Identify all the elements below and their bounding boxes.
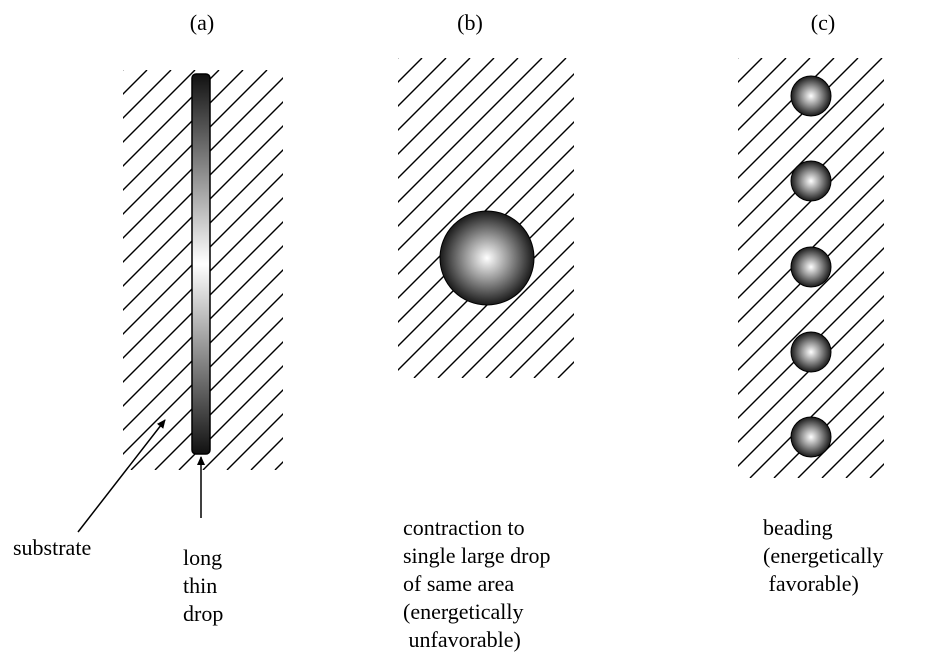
hatch-line [654, 58, 928, 378]
panel-c [318, 58, 928, 478]
hatch-line [606, 58, 926, 378]
caption-b-line-4: (energetically [403, 599, 524, 624]
drop-label-line-2: thin [183, 573, 217, 598]
hatch-line [918, 58, 928, 478]
long-thin-drop [192, 74, 210, 454]
hatch-line [270, 58, 590, 378]
caption-b-line-3: of same area [403, 571, 514, 596]
hatch-line [0, 70, 315, 470]
hatch-line [0, 70, 267, 470]
hatch-line [515, 70, 915, 470]
hatch-line [894, 58, 928, 478]
large-drop [440, 211, 534, 305]
hatch-line [83, 70, 483, 470]
drop-label-line-3: drop [183, 601, 223, 626]
hatch-line [582, 58, 928, 478]
bead-drop [791, 76, 831, 116]
hatch-line [347, 70, 747, 470]
hatch-line [390, 58, 710, 378]
hatch-line [870, 58, 928, 478]
hatch-line [11, 70, 411, 470]
hatch-line [0, 70, 123, 470]
hatch-line [366, 58, 786, 478]
hatch-line [846, 58, 928, 478]
hatch-line [606, 58, 928, 478]
hatch-line [0, 70, 339, 470]
caption-c-line-1: beading [763, 515, 833, 540]
hatch-line [630, 58, 928, 378]
hatch-line [510, 58, 830, 378]
panel-a-tag: (a) [172, 10, 232, 35]
hatch-line [35, 70, 435, 470]
panel-b-tag: (b) [440, 10, 500, 35]
hatch-line [294, 58, 614, 378]
hatch-line [0, 70, 291, 470]
hatch-line [486, 58, 806, 378]
caption-c-line-3: favorable) [763, 571, 859, 596]
hatch-line [635, 70, 928, 470]
hatch-line [534, 58, 928, 478]
hatch-line [558, 58, 878, 378]
hatch-line [587, 70, 928, 470]
hatch-line [371, 70, 771, 470]
panel-c-tag: (c) [793, 10, 853, 35]
substrate-label: substrate [13, 535, 91, 560]
hatch-line [342, 58, 762, 478]
hatch-line [126, 58, 446, 378]
hatch-line [486, 58, 906, 478]
hatch-line [558, 58, 928, 478]
hatch-line [0, 70, 363, 470]
hatch-line [0, 70, 171, 470]
hatch-line [59, 70, 459, 470]
hatch-line [539, 70, 928, 470]
bead-drop [791, 332, 831, 372]
bead-drop [791, 161, 831, 201]
hatch-line [0, 70, 147, 470]
substrate-hatching-c [318, 58, 928, 478]
substrate-arrow [78, 420, 165, 532]
bead-drop [791, 247, 831, 287]
bead-drop [791, 417, 831, 457]
hatch-line [246, 58, 566, 378]
caption-b-line-2: single large drop [403, 543, 550, 568]
hatch-line [203, 70, 603, 470]
hatch-line [750, 58, 928, 378]
hatch-line [630, 58, 928, 478]
hatch-line [174, 58, 494, 378]
hatch-line [870, 58, 928, 378]
hatch-line [750, 58, 928, 478]
hatch-line [102, 58, 422, 378]
hatch-line [78, 58, 398, 378]
hatch-line [0, 70, 195, 470]
hatch-line [227, 70, 627, 470]
caption-c-line-2: (energetically [763, 543, 884, 568]
caption-b-line-1: contraction to [403, 515, 525, 540]
caption-b-line-5: unfavorable) [403, 627, 521, 652]
hatch-line [582, 58, 902, 378]
hatch-line [366, 58, 686, 378]
hatch-line [822, 58, 928, 378]
drop-label-line-1: long [183, 545, 222, 570]
